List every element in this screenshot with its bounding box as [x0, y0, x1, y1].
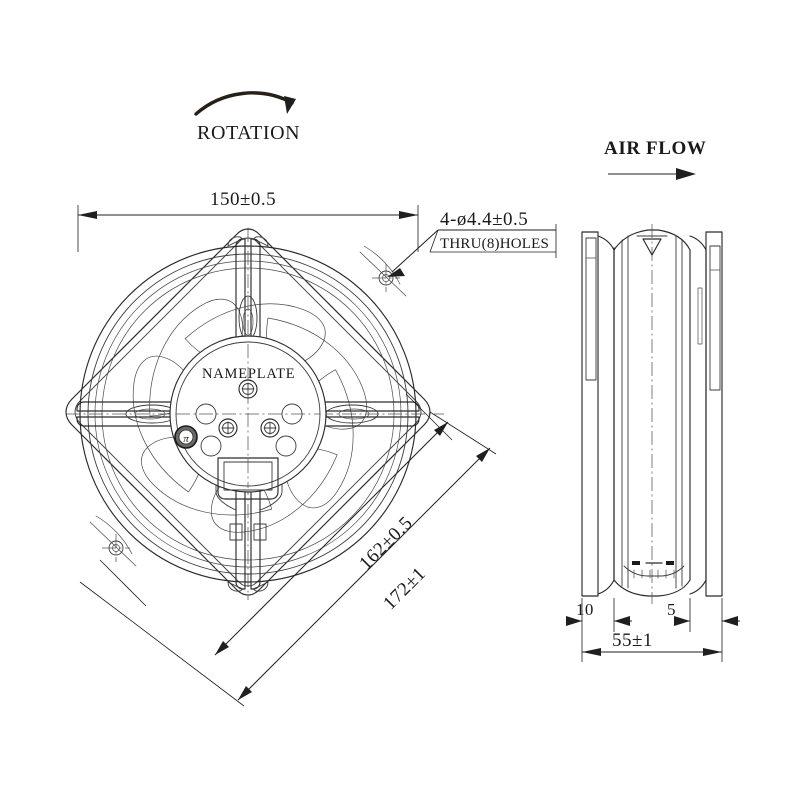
fan-frame-outline: [65, 228, 431, 596]
dimension-depth-label: 55±1: [612, 630, 653, 651]
mounting-hole-bottom-left: [102, 534, 130, 562]
hub-marking-boss: π: [174, 425, 198, 449]
fan-hub: π: [169, 335, 327, 500]
airflow-label: AIR FLOW: [604, 138, 707, 159]
strut-bottom: [215, 451, 283, 592]
rotation-arrow-icon: [194, 91, 296, 116]
svg-text:π: π: [183, 433, 189, 445]
airflow-marker-icon: [636, 235, 668, 256]
rotation-label: ROTATION: [197, 122, 301, 144]
hole-callout-line2: THRU(8)HOLES: [440, 236, 550, 252]
cable-exit-detail: [623, 561, 685, 579]
hole-callout-line1: 4-ø4.4±0.5: [440, 209, 529, 230]
dimension-flange-right-label: 5: [667, 600, 676, 619]
mounting-hole-top-right: [372, 264, 400, 292]
airflow-arrow-icon: [608, 168, 696, 180]
mounting-holes: [89, 245, 407, 567]
dimension-diagonal-172: [79, 411, 497, 707]
hub-screw-top: [238, 379, 258, 399]
dimension-depth-group: [566, 598, 740, 662]
hole-callout-leader: [387, 224, 557, 277]
hub-screw-left: [218, 418, 238, 438]
fan-housing-circles: [79, 245, 417, 583]
fan-struts: [76, 236, 420, 592]
dimension-diagonal-162: [99, 393, 453, 656]
dimension-flange-left-label: 10: [576, 600, 594, 619]
hub-screw-right: [260, 418, 280, 438]
nameplate-label: NAMEPLATE: [202, 366, 296, 382]
side-view: [581, 224, 723, 604]
dimension-width-150: [77, 205, 419, 252]
dimension-width-label: 150±0.5: [210, 189, 277, 210]
